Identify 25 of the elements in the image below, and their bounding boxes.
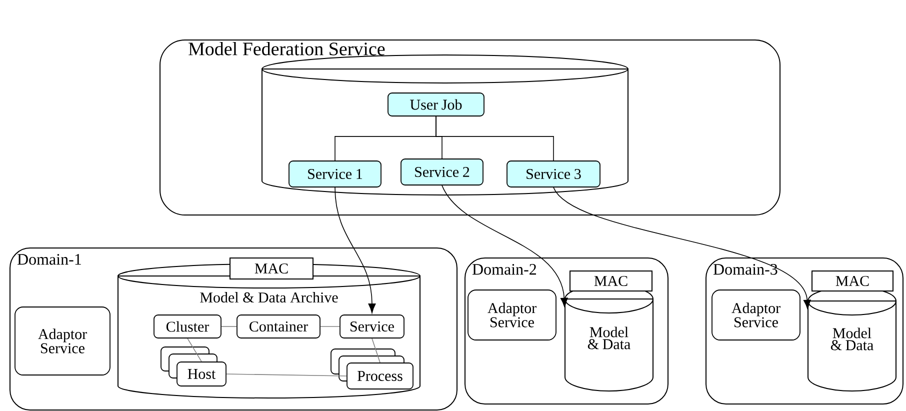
arrow xyxy=(442,185,568,308)
connector-line xyxy=(226,374,347,376)
process-box: Adaptor Service xyxy=(14,306,110,376)
database-cylinder: Model & Data xyxy=(808,286,896,392)
connector-line xyxy=(221,326,237,327)
process-box: Process xyxy=(346,362,414,390)
arrow xyxy=(334,187,376,314)
process-box: Host xyxy=(176,362,226,386)
process-box: Adaptor Service xyxy=(712,290,800,340)
process-box: Cluster xyxy=(154,314,222,338)
database-cylinder: Model & Data xyxy=(564,284,654,392)
process-box: Service 2 xyxy=(400,158,484,186)
process-box: Adaptor Service xyxy=(468,290,556,340)
process-box: Service 3 xyxy=(506,160,600,188)
tag-box: MAC xyxy=(230,258,314,280)
process-box: User Job xyxy=(388,92,484,116)
process-box: Service 1 xyxy=(288,160,382,188)
process-box: Service xyxy=(340,314,404,338)
connector-line xyxy=(372,338,380,363)
tag-box: MAC xyxy=(812,270,894,292)
tag-box: MAC xyxy=(570,270,652,292)
process-box: Container xyxy=(236,314,320,338)
arrow xyxy=(553,187,811,310)
connector-line xyxy=(320,326,340,327)
connector-line xyxy=(436,116,554,161)
